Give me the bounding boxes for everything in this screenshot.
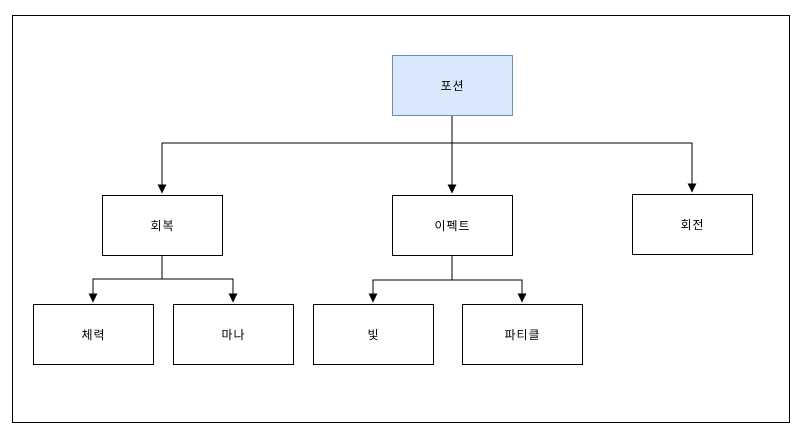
node-effect[interactable]: 이펙트	[392, 195, 513, 256]
node-mana[interactable]: 마나	[173, 304, 294, 365]
node-rotation-label: 회전	[680, 218, 705, 232]
edge-potion-rotation	[452, 142, 697, 193]
page-border	[12, 15, 790, 423]
node-effect-label: 이펙트	[434, 219, 471, 233]
node-health-label: 체력	[81, 328, 106, 342]
node-recovery[interactable]: 회복	[102, 195, 223, 256]
node-recovery-label: 회복	[150, 219, 175, 233]
node-light[interactable]: 빛	[313, 304, 434, 365]
node-light-label: 빛	[367, 328, 380, 342]
edge-effect-particle	[452, 279, 527, 303]
node-particle-label: 파티클	[504, 328, 541, 342]
edge-recovery-mana	[162, 278, 238, 303]
edge-potion-recovery	[157, 115, 453, 194]
node-potion[interactable]: 포션	[392, 55, 513, 116]
node-mana-label: 마나	[221, 328, 246, 342]
edge-effect-light	[368, 256, 453, 303]
node-particle[interactable]: 파티클	[462, 304, 583, 365]
edge-recovery-health	[88, 256, 163, 303]
node-rotation[interactable]: 회전	[632, 194, 753, 255]
node-potion-label: 포션	[440, 79, 465, 93]
node-health[interactable]: 체력	[33, 304, 154, 365]
